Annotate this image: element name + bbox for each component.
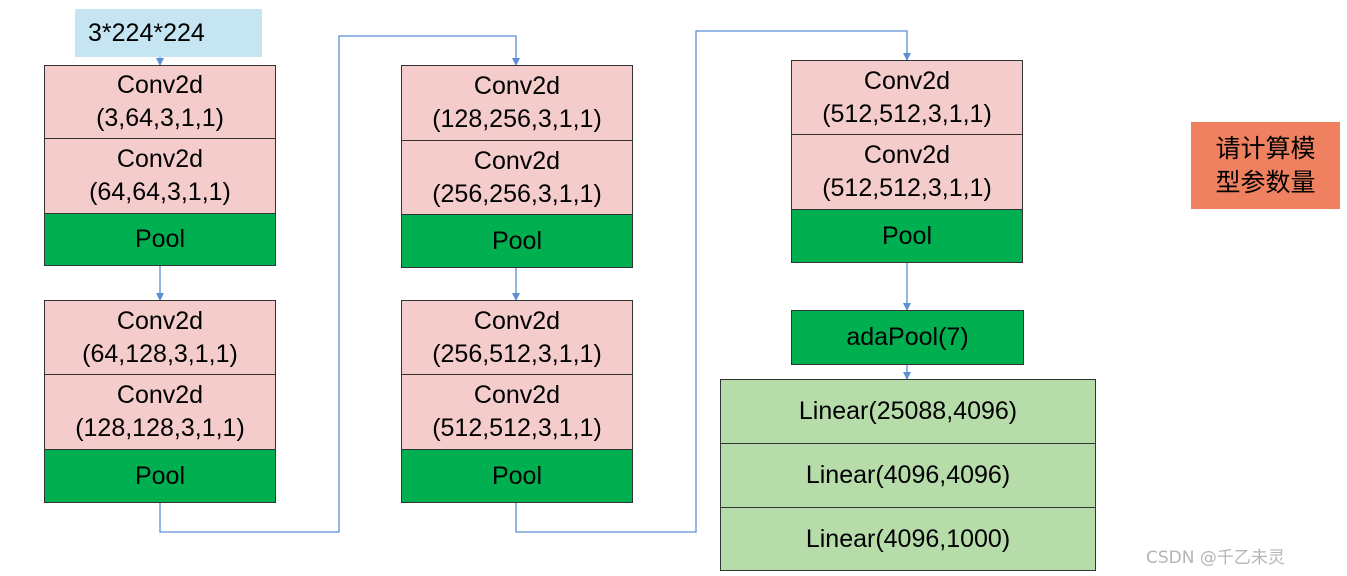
layer-params: (256,256,3,1,1): [432, 179, 602, 208]
watermark-text: CSDN @千乙未灵: [1146, 548, 1285, 568]
layer-name: Conv2d: [116, 71, 204, 99]
arrow-block4-to-block5: [515, 30, 911, 533]
layer-name: Pool: [491, 226, 543, 255]
conv-layer: Conv2d (512,512,3,1,1): [791, 134, 1023, 210]
linear-layer: Linear(4096,4096): [720, 443, 1096, 508]
pool-layer: Pool: [44, 213, 276, 266]
layer-name: Linear(25088,4096): [798, 397, 1018, 425]
layer-name: Conv2d: [473, 306, 561, 335]
layer-params: (128,128,3,1,1): [75, 414, 245, 442]
layer-name: Conv2d: [473, 381, 561, 409]
layer-name: Conv2d: [473, 146, 561, 175]
conv-layer: Conv2d (128,256,3,1,1): [401, 65, 633, 141]
layer-name: Linear(4096,4096): [805, 461, 1011, 489]
layer-params: (128,256,3,1,1): [432, 105, 602, 133]
conv-layer: Conv2d (256,256,3,1,1): [401, 140, 633, 215]
layer-params: (3,64,3,1,1): [96, 104, 224, 132]
layer-params: (512,512,3,1,1): [822, 174, 992, 202]
conv-layer: Conv2d (128,128,3,1,1): [44, 374, 276, 450]
conv-layer: Conv2d (3,64,3,1,1): [44, 65, 276, 139]
conv-layer: Conv2d (256,512,3,1,1): [401, 300, 633, 375]
layer-name: Pool: [134, 461, 186, 490]
layer-name: adaPool(7): [846, 323, 969, 351]
pool-layer: Pool: [401, 214, 633, 268]
arrow-block2-to-block3: [159, 35, 520, 533]
layer-name: Conv2d: [863, 141, 951, 169]
conv-layer: Conv2d (512,512,3,1,1): [401, 374, 633, 450]
layer-params: (64,64,3,1,1): [89, 178, 231, 206]
question-line: 请计算模: [1215, 134, 1316, 163]
pool-layer: Pool: [791, 209, 1023, 263]
input-shape-label: 3*224*224: [75, 9, 262, 57]
layer-params: (64,128,3,1,1): [82, 339, 238, 368]
conv-layer: Conv2d (512,512,3,1,1): [791, 60, 1023, 135]
conv-layer: Conv2d (64,64,3,1,1): [44, 138, 276, 214]
layer-params: (256,512,3,1,1): [432, 339, 602, 368]
linear-layer: Linear(4096,1000): [720, 507, 1096, 571]
layer-params: (512,512,3,1,1): [432, 414, 602, 442]
pool-layer: Pool: [401, 449, 633, 503]
layer-name: Linear(4096,1000): [805, 524, 1011, 553]
layer-params: (512,512,3,1,1): [822, 99, 992, 128]
layer-name: Pool: [134, 225, 186, 253]
layer-name: Conv2d: [473, 72, 561, 100]
linear-layer: Linear(25088,4096): [720, 379, 1096, 444]
conv-layer: Conv2d (64,128,3,1,1): [44, 300, 276, 375]
adaptive-pool-layer: adaPool(7): [791, 310, 1024, 365]
question-callout: 请计算模 型参数量: [1191, 122, 1340, 209]
layer-name: Conv2d: [116, 306, 204, 335]
layer-name: Pool: [881, 221, 933, 250]
layer-name: Pool: [491, 461, 543, 490]
layer-name: Conv2d: [116, 381, 204, 409]
layer-name: Conv2d: [863, 66, 951, 95]
layer-name: Conv2d: [116, 145, 204, 173]
pool-layer: Pool: [44, 449, 276, 503]
question-line: 型参数量: [1215, 168, 1316, 197]
